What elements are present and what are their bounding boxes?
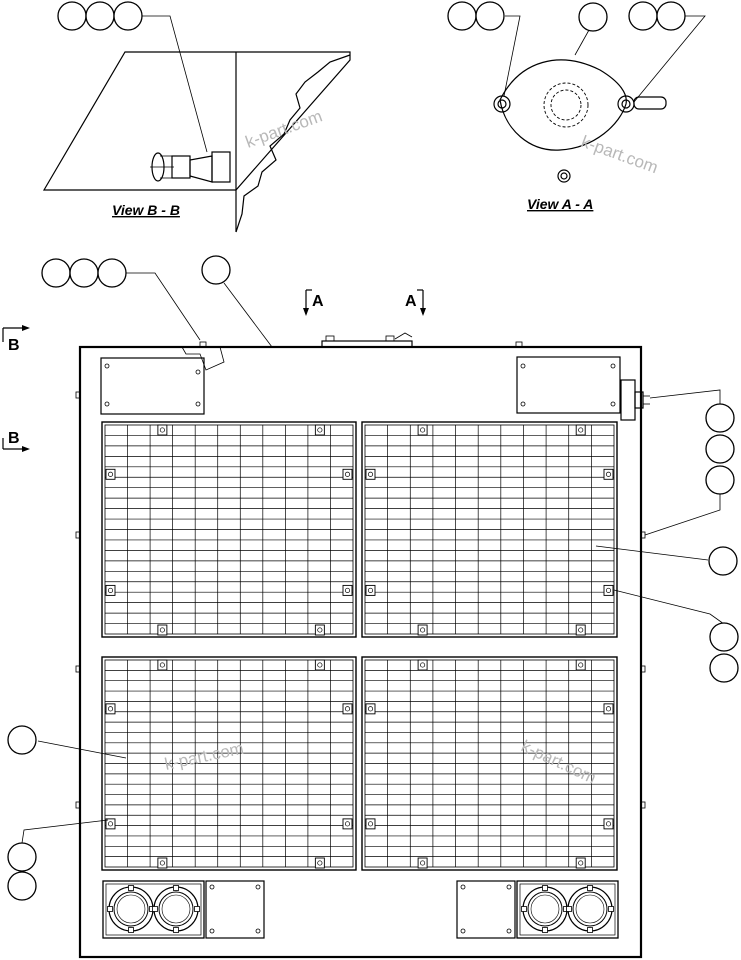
panel-clip — [603, 818, 614, 830]
panel-clip — [603, 703, 614, 715]
callout-bubble — [69, 258, 99, 288]
panel-clip — [314, 624, 325, 636]
panel-clip — [603, 468, 614, 480]
fan-circle — [108, 886, 154, 932]
fan-circle — [153, 886, 199, 932]
panel-clip — [105, 818, 116, 830]
watermark-text: k-part.com — [243, 106, 325, 151]
panel-clip — [575, 857, 586, 869]
callout-bubble — [705, 465, 735, 495]
panel-clip — [342, 818, 353, 830]
watermark-text: k-part.com — [579, 132, 661, 177]
callout-bubble — [57, 1, 87, 31]
callout-bubble — [41, 258, 71, 288]
watermark-text: k-part.com — [518, 736, 599, 787]
view-aa-detail: View A - A — [447, 1, 706, 212]
panel-clip — [157, 424, 168, 436]
callout-bubble — [656, 1, 686, 31]
callout-bubble — [475, 1, 505, 31]
panel-clip — [105, 468, 116, 480]
callout-bubble — [7, 842, 37, 872]
panel-clip — [342, 703, 353, 715]
callout-bubble — [447, 1, 477, 31]
fan-circle — [567, 886, 613, 932]
main-callouts — [21, 272, 725, 844]
callout-bubble — [709, 653, 739, 683]
panel-clip — [314, 857, 325, 869]
callout-bubble — [578, 2, 608, 32]
panel-clip — [314, 424, 325, 436]
panel-clip — [417, 857, 428, 869]
fan-units — [102, 880, 619, 939]
panel-clip — [365, 703, 376, 715]
fan-unit — [516, 880, 619, 939]
callout-bubble — [201, 255, 231, 285]
panel-clip — [575, 659, 586, 671]
filter-panel — [101, 421, 357, 638]
section-label-a-left: A — [312, 293, 324, 310]
filter-panel — [361, 656, 618, 871]
panel-clip — [575, 424, 586, 436]
fan-unit — [102, 880, 205, 939]
filter-grids — [101, 421, 618, 871]
panel-clip — [365, 468, 376, 480]
panel-clip — [365, 818, 376, 830]
callout-bubble — [628, 1, 658, 31]
panel-clip — [365, 584, 376, 596]
panel-clip — [417, 624, 428, 636]
callout-bubble — [113, 1, 143, 31]
view-bb-detail: View B - B — [42, 1, 351, 233]
panel-clip — [105, 584, 116, 596]
callout-bubble — [7, 871, 37, 901]
panel-clip — [342, 584, 353, 596]
main-frame — [75, 332, 650, 959]
section-arrows: A A B B — [2, 289, 426, 452]
filter-panel — [101, 656, 357, 871]
panel-clip — [105, 703, 116, 715]
callout-bubbles — [7, 255, 739, 901]
panel-clip — [157, 659, 168, 671]
panel-clip — [575, 624, 586, 636]
panel-clip — [417, 659, 428, 671]
callout-bubble — [705, 403, 735, 433]
section-label-b-lower: B — [8, 430, 20, 447]
panel-clip — [157, 624, 168, 636]
callout-bubble — [97, 258, 127, 288]
filter-panel — [361, 421, 618, 638]
panel-clip — [603, 584, 614, 596]
panel-clip — [417, 424, 428, 436]
section-label-a-right: A — [405, 293, 417, 310]
callout-bubble — [708, 546, 738, 576]
callout-bubble — [85, 1, 115, 31]
fan-circle — [522, 886, 568, 932]
panel-clip — [314, 659, 325, 671]
callout-bubble — [705, 434, 735, 464]
panel-clip — [342, 468, 353, 480]
section-label-b-upper: B — [8, 337, 20, 354]
callout-bubble — [7, 725, 37, 755]
panel-clip — [157, 857, 168, 869]
view-aa-caption: View A - A — [527, 196, 593, 212]
watermark-text: k-part.com — [163, 739, 245, 774]
view-bb-caption: View B - B — [112, 202, 180, 218]
callout-bubble — [709, 622, 739, 652]
